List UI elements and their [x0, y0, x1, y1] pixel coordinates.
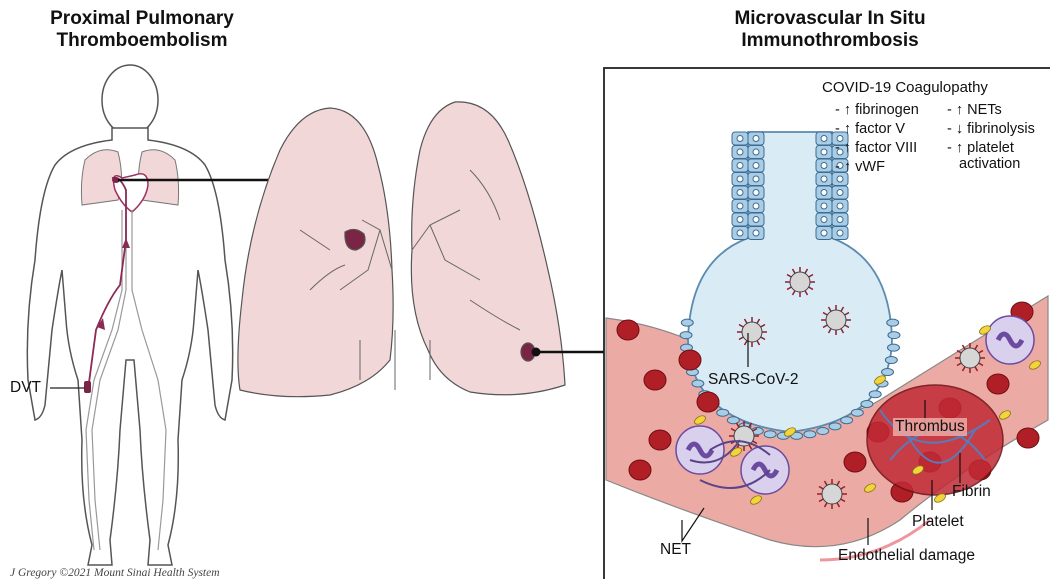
cell-nucleus	[753, 149, 759, 155]
coagulopathy-item: - ↑ NETs	[947, 101, 1047, 120]
virus-body	[826, 310, 846, 330]
alveolar-cell	[829, 423, 841, 430]
alveolar-cell	[861, 400, 873, 407]
coagulopathy-item: - ↓ fibrinolysis	[947, 120, 1047, 139]
connector-dot-2	[532, 348, 541, 357]
virus-body	[960, 348, 980, 368]
fibrin-label: Fibrin	[952, 483, 991, 501]
cell-nucleus	[737, 163, 743, 169]
thrombus-label: Thrombus	[893, 418, 967, 436]
virus-body	[822, 484, 842, 504]
cell-nucleus	[821, 217, 827, 223]
net-label: NET	[660, 541, 691, 559]
alveolar-cell	[885, 357, 897, 364]
cell-nucleus	[821, 230, 827, 236]
coagulopathy-left-list: - ↑ fibrinogen- ↑ factor V- ↑ factor VII…	[835, 101, 919, 177]
dvt-clot	[84, 381, 91, 393]
red-blood-cell	[644, 370, 666, 390]
alveolar-cell	[692, 380, 704, 387]
coagulopathy-item: activation	[947, 155, 1047, 174]
cell-nucleus	[821, 190, 827, 196]
alveolar-cell	[888, 332, 900, 339]
alveolar-cell	[804, 431, 816, 438]
body-head	[102, 65, 158, 135]
red-blood-cell	[697, 392, 719, 412]
platelet-label: Platelet	[912, 513, 964, 531]
alveolar-cell	[680, 332, 692, 339]
alveolar-cell	[882, 369, 894, 376]
cell-nucleus	[753, 217, 759, 223]
alveolar-cell	[851, 409, 863, 416]
cell-nucleus	[737, 190, 743, 196]
cell-nucleus	[753, 230, 759, 236]
dvt-label: DVT	[10, 379, 41, 397]
red-blood-cell	[617, 320, 639, 340]
large-lungs	[238, 102, 565, 397]
alveolar-cell	[869, 391, 881, 398]
cell-nucleus	[737, 176, 743, 182]
alveolar-cell	[841, 417, 853, 424]
human-body-figure	[27, 65, 232, 565]
cell-nucleus	[821, 163, 827, 169]
alveolar-cell	[817, 428, 829, 435]
cell-nucleus	[821, 136, 827, 142]
cell-nucleus	[737, 203, 743, 209]
cell-nucleus	[837, 203, 843, 209]
cell-nucleus	[737, 217, 743, 223]
coagulopathy-item: - ↑ vWF	[835, 158, 919, 177]
lung-clot-large	[345, 229, 365, 250]
cell-nucleus	[753, 203, 759, 209]
cell-nucleus	[737, 136, 743, 142]
alveolar-cell	[887, 344, 899, 351]
red-blood-cell	[1017, 428, 1039, 448]
alveolar-cell	[764, 431, 776, 438]
cell-nucleus	[821, 176, 827, 182]
red-blood-cell	[629, 460, 651, 480]
red-blood-cell	[844, 452, 866, 472]
virus-body	[742, 322, 762, 342]
right-lung	[238, 108, 393, 397]
cell-nucleus	[737, 149, 743, 155]
endothelial-damage-label: Endothelial damage	[838, 547, 975, 565]
red-blood-cell	[649, 430, 671, 450]
cell-nucleus	[821, 149, 827, 155]
cell-nucleus	[753, 190, 759, 196]
alveolar-cell	[717, 409, 729, 416]
virus-label: SARS-CoV-2	[708, 371, 798, 389]
credit-line: J Gregory ©2021 Mount Sinai Health Syste…	[10, 567, 220, 579]
cell-nucleus	[837, 190, 843, 196]
cell-nucleus	[753, 163, 759, 169]
red-blood-cell	[987, 374, 1009, 394]
coagulopathy-item: - ↑ factor V	[835, 120, 919, 139]
alveolar-cell	[681, 319, 693, 326]
cell-nucleus	[837, 230, 843, 236]
red-blood-cell	[679, 350, 701, 370]
cell-nucleus	[737, 230, 743, 236]
cell-nucleus	[753, 136, 759, 142]
cell-nucleus	[837, 217, 843, 223]
alveolar-cell	[727, 417, 739, 424]
coagulopathy-heading: COVID-19 Coagulopathy	[822, 78, 988, 97]
virus-body	[790, 272, 810, 292]
thrombus	[867, 385, 1003, 495]
coagulopathy-item: - ↑ fibrinogen	[835, 101, 919, 120]
cell-nucleus	[753, 176, 759, 182]
alveolar-cell	[887, 319, 899, 326]
coagulopathy-item: - ↑ factor VIII	[835, 139, 919, 158]
cell-nucleus	[821, 203, 827, 209]
